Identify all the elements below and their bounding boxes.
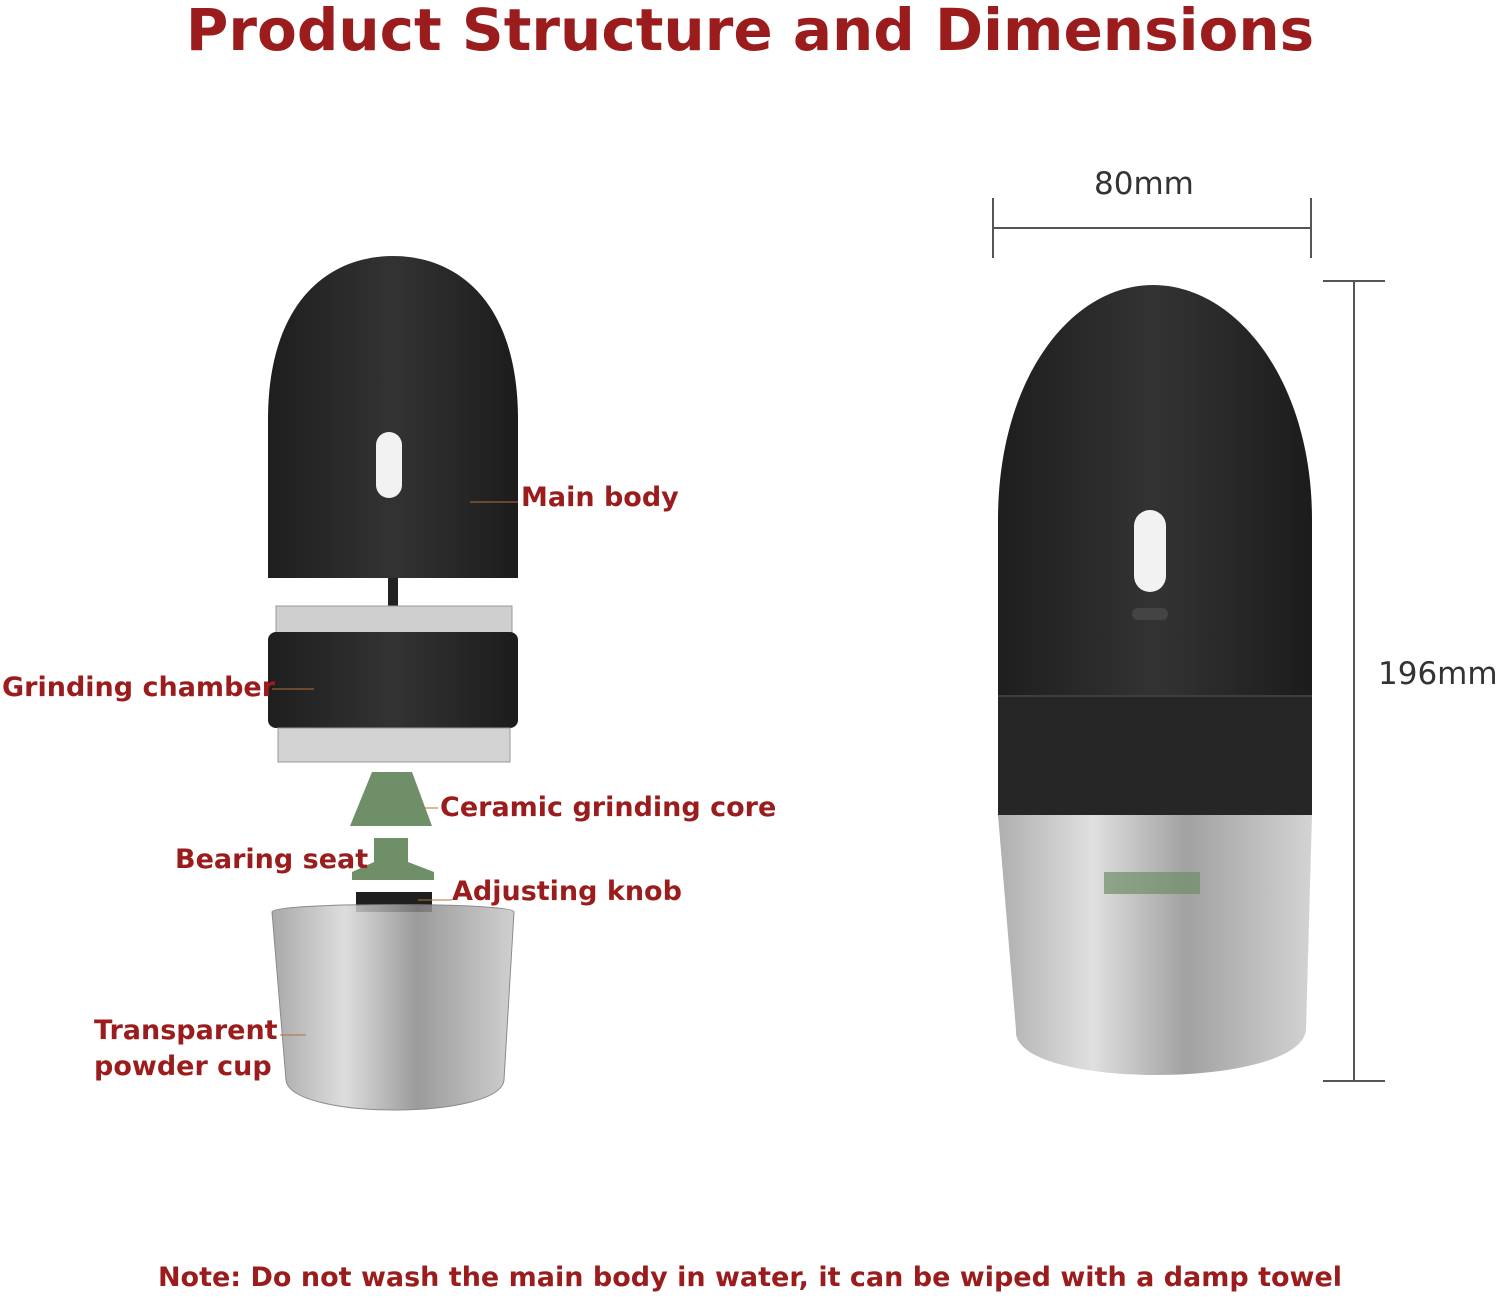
label-adjusting-knob: Adjusting knob: [452, 876, 682, 907]
main-body-shell: [268, 256, 518, 578]
charging-port: [1132, 608, 1168, 620]
width-dimension-line: [992, 198, 1312, 258]
assembled-cup: [998, 815, 1312, 1075]
assembled-body: [998, 285, 1312, 695]
assembled-chamber: [998, 695, 1312, 815]
shaft: [388, 578, 398, 608]
label-cup-line2: powder cup: [94, 1051, 272, 1082]
height-dimension: 196mm: [1378, 656, 1498, 692]
page-title: Product Structure and Dimensions: [185, 0, 1315, 64]
label-grinding-chamber: Grinding chamber: [2, 672, 276, 703]
label-ceramic-grinding-core: Ceramic grinding core: [440, 792, 777, 823]
chamber-bottom-ring: [277, 727, 511, 763]
width-dimension: 80mm: [1094, 166, 1194, 202]
chamber-top-ring: [275, 605, 513, 637]
ceramic-grinding-core-shape: [350, 772, 432, 826]
power-button: [376, 432, 402, 498]
assembled-power-button: [1134, 510, 1166, 592]
label-cup-line1: Transparent: [94, 1015, 278, 1046]
care-note: Note: Do not wash the main body in water…: [157, 1262, 1343, 1293]
chamber-band: [268, 632, 518, 728]
powder-cup-shape: [271, 904, 515, 1111]
label-main-body: Main body: [521, 482, 679, 513]
label-bearing-seat: Bearing seat: [175, 844, 369, 875]
bearing-seat-shape: [352, 838, 434, 880]
height-dimension-line: [1323, 280, 1385, 1082]
assembled-core: [1104, 872, 1200, 894]
